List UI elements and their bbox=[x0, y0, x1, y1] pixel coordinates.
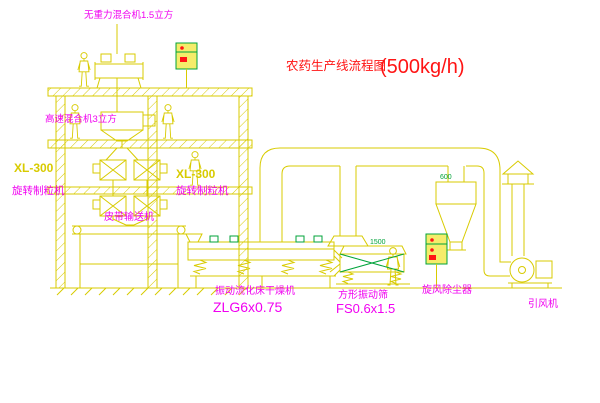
granulator-lower bbox=[92, 195, 168, 226]
exhaust-duct-main bbox=[259, 147, 501, 254]
diagram-title: 农药生产线流程图 bbox=[286, 58, 386, 73]
label-sieve-name: 方形振动筛 bbox=[338, 288, 388, 301]
cyclone-outlet bbox=[449, 241, 463, 251]
label-sieve-model: FS0.6x1.5 bbox=[336, 301, 395, 316]
diagram-title-capacity: (500kg/h) bbox=[380, 56, 465, 78]
cabinet-box bbox=[175, 42, 198, 70]
label-granulator-left-model: XL-300 bbox=[14, 161, 54, 175]
discharge-funnel bbox=[112, 216, 148, 226]
belt-conveyor-machine bbox=[72, 225, 186, 288]
label-granulator-mid-model: XL-300 bbox=[176, 167, 216, 181]
granulator-motor bbox=[159, 199, 168, 210]
cabinet-stand bbox=[430, 264, 443, 289]
label-cyclone-name: 旋风除尘器 bbox=[422, 283, 472, 296]
worker-figure bbox=[161, 104, 175, 139]
mixer-motor bbox=[100, 53, 112, 63]
cabinet-stand bbox=[180, 69, 193, 89]
label-dryer-model: ZLG6x0.75 bbox=[213, 299, 282, 315]
workers bbox=[68, 52, 401, 286]
sieve-exhaust-branch bbox=[327, 166, 369, 247]
conveyor-legs bbox=[79, 234, 179, 288]
fan-inlet-duct bbox=[483, 254, 511, 277]
granulator-motor bbox=[92, 199, 101, 210]
fan-volute bbox=[509, 257, 535, 283]
dryer-discharge bbox=[333, 249, 343, 263]
indicator-block bbox=[429, 255, 436, 260]
conveyor-pulley bbox=[72, 225, 82, 235]
sieve-discharge bbox=[329, 263, 341, 277]
building-structure bbox=[47, 87, 562, 296]
label-granulator-left-name: 旋转制粒机 bbox=[12, 184, 65, 197]
granulator-upper bbox=[92, 159, 168, 196]
sieve-springs bbox=[341, 271, 403, 284]
indicator-block bbox=[180, 57, 187, 62]
mixer-motor bbox=[142, 114, 156, 127]
label-granulator-mid-name: 旋转制粒机 bbox=[176, 184, 229, 197]
control-cabinet-right bbox=[425, 233, 448, 289]
gravity-free-mixer bbox=[94, 24, 144, 112]
indicator-dot bbox=[430, 248, 434, 252]
worker-figure bbox=[77, 52, 91, 87]
dim-cyclone-diameter: 600 bbox=[440, 174, 452, 181]
cyclone-dust-collector-machine bbox=[435, 166, 477, 251]
dryer-top-ports bbox=[209, 235, 323, 243]
granulator-motor bbox=[92, 163, 101, 174]
column-mid bbox=[147, 95, 158, 289]
sieve-body bbox=[339, 253, 405, 273]
dryer-base-legs bbox=[195, 276, 331, 288]
control-cabinet-top bbox=[175, 42, 198, 89]
high-speed-mixer bbox=[100, 111, 156, 161]
dryer-body bbox=[187, 241, 335, 261]
ground-hatch bbox=[56, 287, 247, 296]
cyclone-body bbox=[435, 181, 477, 205]
conveyor-pulley bbox=[176, 225, 186, 235]
y-chute bbox=[105, 147, 139, 161]
label-top-mixer: 无重力混合机1.5立方 bbox=[84, 9, 173, 21]
stack-cap bbox=[501, 160, 535, 175]
indicator-dot bbox=[430, 238, 434, 242]
beam-top bbox=[47, 87, 253, 97]
fluid-bed-dryer bbox=[185, 233, 343, 288]
exhaust-stack bbox=[501, 160, 535, 256]
sieve-cover bbox=[339, 245, 407, 255]
labels: 农药生产线流程图 (500kg/h) 无重力混合机1.5立方 高速混合机3立方 … bbox=[12, 9, 558, 316]
mixer-cone bbox=[100, 129, 144, 142]
mixer-legs bbox=[96, 77, 142, 89]
label-high-speed-mixer: 高速混合机3立方 bbox=[45, 113, 117, 125]
dryer-springs bbox=[192, 259, 334, 275]
induced-draft-fan-machine bbox=[483, 254, 553, 288]
fan-motor bbox=[535, 260, 553, 279]
mixer-body bbox=[94, 63, 144, 79]
indicator-dot bbox=[180, 46, 184, 50]
label-belt-conveyor: 皮带输送机 bbox=[104, 210, 154, 223]
vibrating-sieve bbox=[329, 245, 410, 285]
cyclone-inlet-pipe bbox=[447, 166, 465, 182]
label-fan-name: 引风机 bbox=[528, 297, 558, 310]
fan-base bbox=[508, 282, 552, 288]
feed-chute bbox=[185, 233, 203, 243]
column-right bbox=[238, 95, 249, 289]
granulator-motor bbox=[159, 163, 168, 174]
label-dryer-name: 振动流化床干燥机 bbox=[215, 284, 295, 297]
dim-sieve-width: 1500 bbox=[370, 239, 386, 246]
mixer-motor bbox=[124, 53, 136, 63]
